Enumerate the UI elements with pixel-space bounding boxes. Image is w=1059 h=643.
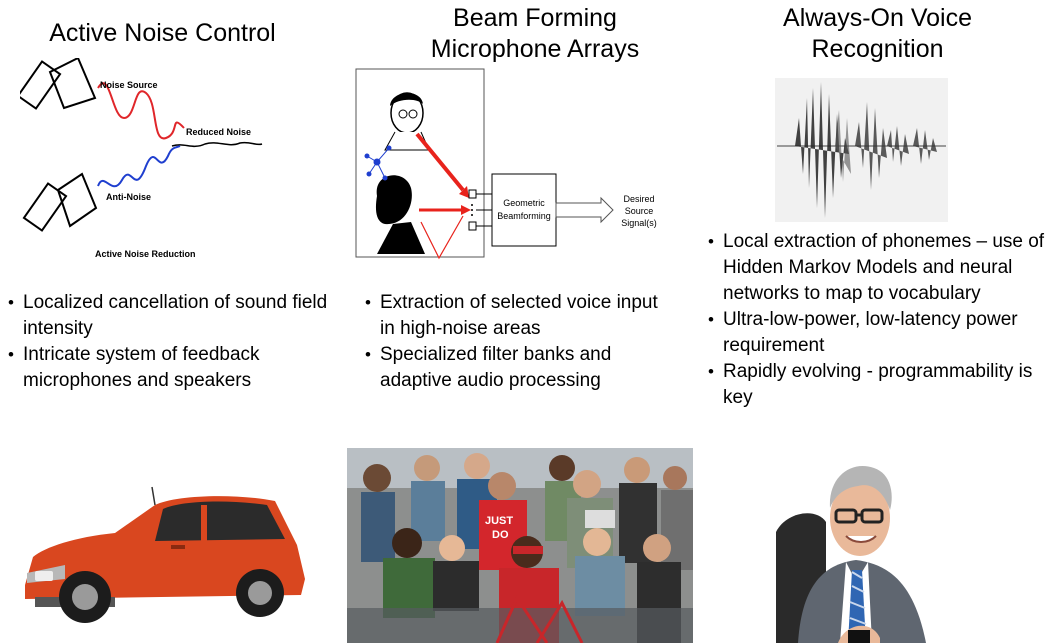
crowd-photo: JUST DO	[347, 448, 693, 643]
bullet-item: Specialized filter banks and adaptive au…	[365, 342, 665, 394]
beamforming-title: Beam Forming Microphone Arrays	[430, 4, 640, 63]
output-label-2: Source	[625, 206, 654, 216]
svg-text:JUST: JUST	[485, 515, 513, 527]
active-noise-diagram: Noise Source Reduced Noise Anti-Noise Ac…	[20, 58, 263, 259]
bullet-item: Localized cancellation of sound field in…	[8, 290, 338, 342]
noise-source-icon	[364, 145, 392, 181]
speaker-icon	[20, 58, 97, 110]
diagram-caption: Active Noise Reduction	[95, 249, 196, 259]
output-arrow	[555, 196, 614, 224]
noise-wave	[97, 82, 185, 140]
svg-text:DO: DO	[492, 529, 509, 541]
speaker-icon	[22, 172, 98, 232]
anc-title: Active Noise Control	[49, 19, 276, 47]
voice-recognition-title: Always-On Voice Recognition	[783, 4, 972, 63]
bullet-item: Rapidly evolving - programmability is ke…	[708, 359, 1056, 411]
microphone-array-icon	[468, 189, 492, 231]
beamforming-bullets: Extraction of selected voice input in hi…	[365, 290, 665, 394]
reduced-noise-label: Reduced Noise	[186, 127, 251, 137]
block-label-2: Beamforming	[497, 211, 551, 221]
voice-bullets: Local extraction of phonemes – use of Hi…	[708, 229, 1056, 411]
bullet-item: Ultra-low-power, low-latency power requi…	[708, 307, 1056, 359]
block-label-1: Geometric	[503, 198, 545, 208]
bullet-item: Intricate system of feedback microphones…	[8, 342, 338, 394]
bullet-item: Extraction of selected voice input in hi…	[365, 290, 665, 342]
output-label-1: Desired	[623, 194, 654, 204]
anti-noise-wave	[97, 145, 181, 188]
car-photo	[25, 486, 305, 623]
bullet-item: Local extraction of phonemes – use of Hi…	[708, 229, 1056, 307]
waveform-image	[775, 78, 948, 222]
reduced-noise-wave	[171, 141, 263, 148]
businessman-photo	[776, 452, 936, 643]
person-icon	[375, 175, 425, 254]
output-label-3: Signal(s)	[621, 218, 657, 228]
anc-bullets: Localized cancellation of sound field in…	[8, 290, 338, 394]
beam-arrow	[415, 132, 471, 260]
anti-noise-label: Anti-Noise	[106, 192, 151, 202]
beamforming-diagram: Geometric Beamforming Desired Source Sig…	[355, 68, 657, 260]
noise-source-label: Noise Source	[100, 80, 158, 90]
